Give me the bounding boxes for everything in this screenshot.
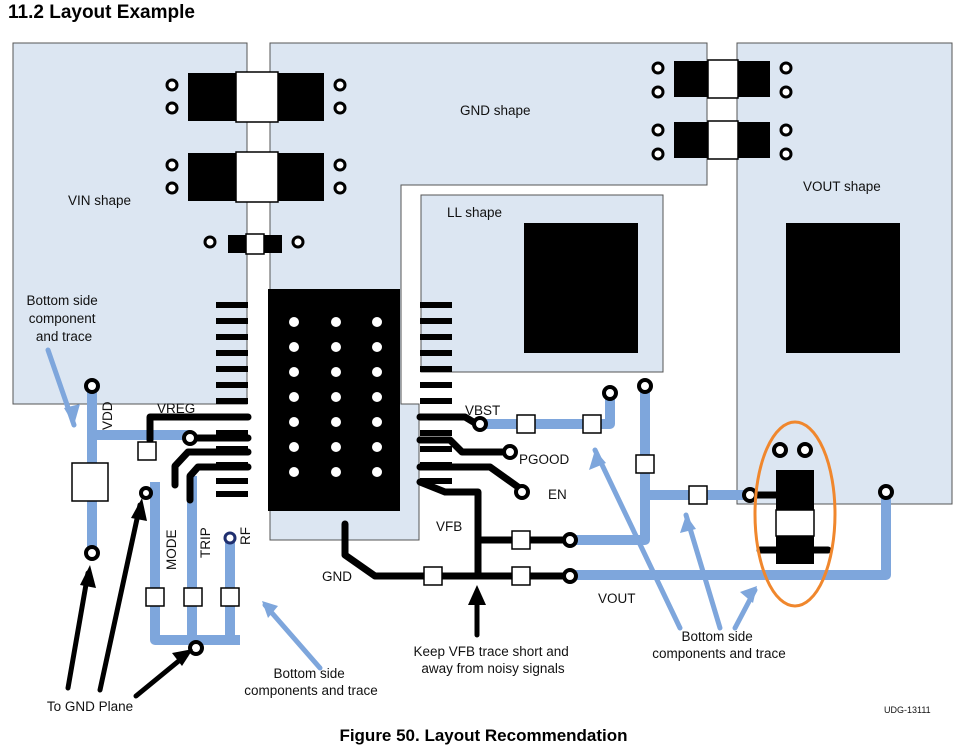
- inductor-pad-ll: [524, 223, 638, 353]
- section-title: 11.2 Layout Example: [8, 2, 195, 23]
- output-capacitor: [674, 59, 770, 99]
- pin-label-gnd: GND: [322, 569, 352, 584]
- input-capacitors: [188, 71, 324, 255]
- input-capacitor-small: [228, 233, 282, 255]
- vout-shape-label: VOUT shape: [803, 179, 881, 194]
- vias: [165, 61, 793, 249]
- inductor-pad-vout: [786, 223, 900, 353]
- callout-arrowheads-blue: [64, 404, 757, 618]
- vout-bottom-capacitor: [775, 470, 815, 564]
- pin-label-pgood: PGOOD: [519, 452, 570, 467]
- annotation-gnd-plane: To GND Plane: [47, 699, 133, 714]
- ll-shape-label: LL shape: [447, 205, 502, 220]
- output-capacitors: [674, 59, 770, 160]
- ic-package: [268, 289, 400, 511]
- annotation-bottom-left: Bottom side component and trace: [26, 293, 101, 344]
- input-capacitor: [188, 151, 324, 203]
- annotation-bottom-right: Bottom side components and trace: [652, 629, 786, 661]
- pin-label-vout: VOUT: [598, 591, 636, 606]
- signal-vias: [84, 378, 894, 656]
- pin-label-rf: RF: [238, 527, 253, 545]
- pin-label-vreg: VREG: [157, 401, 195, 416]
- pin-label-vfb: VFB: [436, 519, 462, 534]
- small-passives: [71, 414, 708, 607]
- callout-arrowheads-black: [80, 498, 486, 666]
- figure-caption: Figure 50. Layout Recommendation: [339, 726, 628, 745]
- doc-id: UDG-13111: [884, 705, 931, 715]
- pin-label-trip: TRIP: [198, 527, 213, 558]
- pin-label-vbst: VBST: [465, 403, 500, 418]
- pin-label-vdd: VDD: [100, 401, 115, 430]
- gnd-shape-label: GND shape: [460, 103, 531, 118]
- highlight-ellipse: [753, 420, 837, 608]
- annotation-vfb-note: Keep VFB trace short and away from noisy…: [413, 644, 572, 676]
- pin-label-en: EN: [548, 487, 567, 502]
- pin-label-mode: MODE: [164, 530, 179, 571]
- input-capacitor: [188, 71, 324, 123]
- rf-via: [223, 531, 237, 545]
- vin-shape-label: VIN shape: [68, 193, 131, 208]
- annotation-bottom-center: Bottom side components and trace: [244, 666, 378, 698]
- output-capacitor: [674, 120, 770, 160]
